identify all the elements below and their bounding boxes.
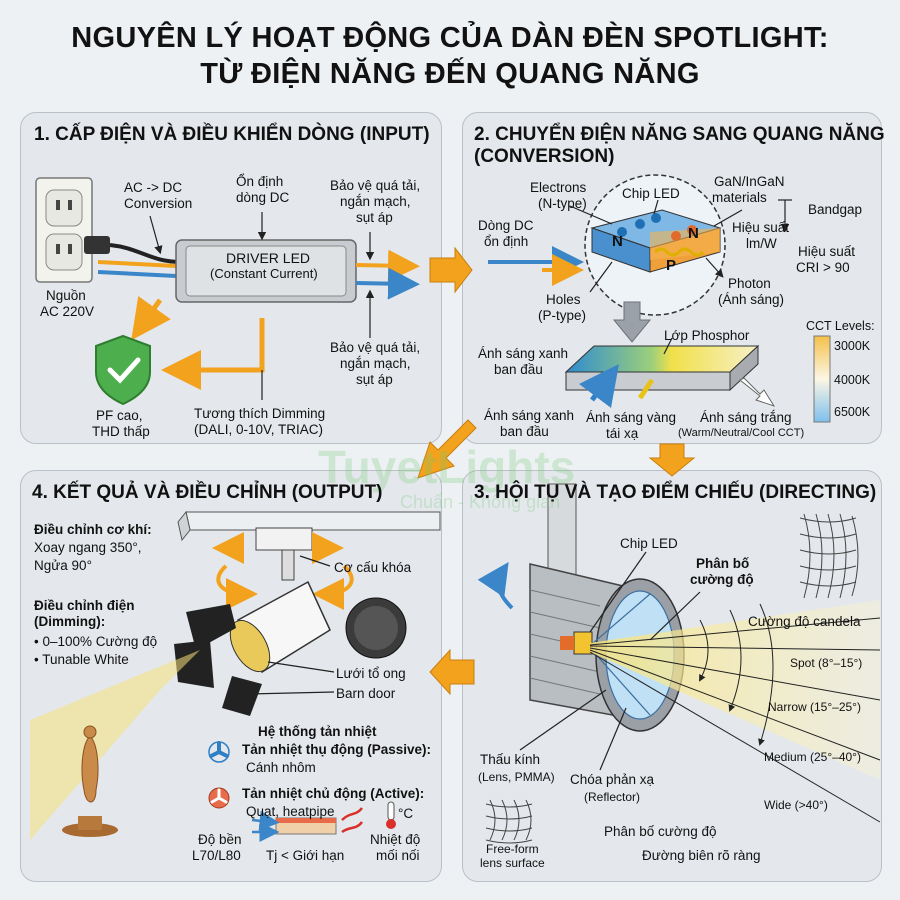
label-ac-dc-1: AC -> DC: [124, 180, 183, 195]
label-junction-2: mối nối: [376, 848, 420, 863]
label-lens-1: Thấu kính: [480, 752, 541, 767]
label-dc-in-1: Dòng DC: [478, 218, 534, 233]
label-spot: Spot (8°–15°): [790, 656, 863, 670]
label-passive-title: Tản nhiệt thụ động (Passive):: [242, 742, 432, 757]
label-candela: Cường độ candela: [748, 614, 861, 629]
label-blue2-2: ban đầu: [500, 424, 549, 439]
label-elec-title-2: (Dimming):: [34, 614, 106, 629]
label-mech-title: Điều chỉnh cơ khí:: [34, 522, 152, 537]
label-elec-1: • 0–100% Cường độ: [34, 634, 158, 649]
label-lens-2: (Lens, PMMA): [478, 770, 555, 784]
label-cooling-title: Hệ thống tản nhiệt: [258, 724, 377, 739]
label-pf-1: PF cao,: [96, 408, 143, 423]
panel4-title: 4. KẾT QUẢ VÀ ĐIỀU CHỈNH (OUTPUT): [32, 482, 383, 503]
label-dc-in-2: ổn định: [484, 234, 529, 249]
label-blue2-1: Ánh sáng xanh: [484, 408, 575, 423]
label-freeform-2: lens surface: [480, 856, 545, 870]
label-barn-door: Barn door: [336, 686, 396, 701]
label-medium: Medium (25°–40°): [764, 750, 861, 764]
label-p: P: [666, 257, 677, 274]
label-dist2: Phân bố cường độ: [604, 824, 717, 839]
label-bandgap: Bandgap: [808, 202, 863, 217]
label-lock: Cơ cấu khóa: [334, 560, 412, 575]
label-eff-cri-2: CRI > 90: [796, 260, 850, 275]
label-junction-1: Nhiệt độ: [370, 832, 421, 847]
label-cct-4000k: 4000K: [834, 373, 871, 387]
label-protect-bottom-1: Bảo vệ quá tải,: [330, 340, 421, 355]
label-protect-bottom-2: ngắn mạch,: [340, 356, 411, 371]
label-protect-bottom-3: sụt áp: [356, 372, 393, 387]
label-durability-2: L70/L80: [192, 848, 241, 863]
label-pf-2: THD thấp: [92, 424, 150, 439]
label-holes-1: Holes: [546, 292, 581, 307]
label-n-1: N: [612, 233, 623, 250]
label-source-2: AC 220V: [40, 304, 95, 319]
label-ac-dc-2: Conversion: [124, 196, 193, 211]
label-active: Quạt, heatpipe: [246, 804, 335, 819]
label-durability-1: Độ bền: [198, 832, 242, 847]
label-protect-top-2: ngắn mạch,: [340, 194, 411, 209]
label-reflector-1: Chóa phản xạ: [570, 772, 655, 787]
panel2-title-2: (CONVERSION): [474, 146, 615, 167]
label-gan-2: materials: [712, 190, 767, 205]
panel3-title: 3. HỘI TỤ VÀ TẠO ĐIỂM CHIẾU (DIRECTING): [474, 482, 877, 503]
label-electrons-2: (N-type): [538, 196, 587, 211]
label-cct-3000k: 3000K: [834, 339, 871, 353]
label-source-1: Nguồn: [46, 288, 86, 303]
label-distribution-1: Phân bố: [696, 556, 750, 571]
label-stable-2: dòng DC: [236, 190, 290, 205]
label-n-2: N: [688, 225, 699, 242]
label-eff-cri-1: Hiệu suất: [798, 244, 856, 259]
label-blue1-2: ban đầu: [494, 362, 543, 377]
label-photon-2: (Ánh sáng): [718, 292, 785, 307]
label-elec-title-1: Điều chỉnh điện: [34, 598, 135, 613]
label-phosphor: Lớp Phosphor: [664, 328, 750, 343]
label-dimming-2: (DALI, 0-10V, TRIAC): [194, 422, 324, 437]
label-holes-2: (P-type): [538, 308, 587, 323]
label-mech-1: Xoay ngang 350°,: [34, 540, 142, 555]
label-honeycomb: Lưới tổ ong: [336, 666, 406, 681]
label-yellow-1: Ánh sáng vàng: [586, 410, 677, 425]
label-electrons-1: Electrons: [530, 180, 587, 195]
label-distribution-2: cường độ: [690, 572, 754, 587]
label-eff-lm-2: lm/W: [746, 236, 777, 251]
label-edge: Đường biên rõ ràng: [642, 848, 761, 863]
label-mech-2: Ngửa 90°: [34, 558, 92, 573]
label-chip-led-3: Chip LED: [620, 536, 678, 551]
label-tj: Tj < Giới hạn: [266, 848, 345, 863]
label-photon-1: Photon: [728, 276, 771, 291]
label-celsius: °C: [398, 806, 414, 821]
label-protect-top-1: Bảo vệ quá tải,: [330, 178, 421, 193]
label-passive: Cánh nhôm: [246, 760, 316, 775]
watermark-brand: TuyetLights: [318, 441, 576, 493]
label-reflector-2: (Reflector): [584, 790, 641, 804]
label-cct-6500k: 6500K: [834, 405, 871, 419]
label-protect-top-3: sụt áp: [356, 210, 393, 225]
label-wide: Wide (>40°): [764, 798, 828, 812]
main-title-line2: TỪ ĐIỆN NĂNG ĐẾN QUANG NĂNG: [200, 58, 700, 90]
panel1-title: 1. CẤP ĐIỆN VÀ ĐIỀU KHIỂN DÒNG (INPUT): [34, 124, 430, 145]
label-eff-lm-1: Hiệu suất: [732, 220, 790, 235]
label-white-1: Ánh sáng trắng: [700, 410, 792, 425]
label-cct-title: CCT Levels:: [806, 319, 875, 333]
label-gan-1: GaN/InGaN: [714, 174, 785, 189]
main-title-line1: NGUYÊN LÝ HOẠT ĐỘNG CỦA DÀN ĐÈN SPOTLIGH…: [71, 22, 829, 54]
label-elec-2: • Tunable White: [34, 652, 129, 667]
driver-constant-current: (Constant Current): [210, 266, 318, 281]
label-dimming-1: Tương thích Dimming: [194, 406, 326, 421]
panel2-title-1: 2. CHUYỂN ĐIỆN NĂNG SANG QUANG NĂNG: [474, 124, 885, 145]
label-yellow-2: tái xạ: [606, 426, 639, 441]
label-chip-led: Chip LED: [622, 186, 680, 201]
label-stable-1: Ổn định: [236, 174, 284, 189]
driver-led-label: DRIVER LED: [226, 250, 311, 266]
label-blue1-1: Ánh sáng xanh: [478, 346, 569, 361]
label-active-title: Tản nhiệt chủ động (Active):: [242, 786, 425, 801]
label-freeform-1: Free-form: [486, 842, 539, 856]
label-narrow: Narrow (15°–25°): [768, 700, 861, 714]
watermark-tag: Chuẩn - Không gian: [400, 492, 561, 512]
label-white-2: (Warm/Neutral/Cool CCT): [678, 427, 805, 439]
